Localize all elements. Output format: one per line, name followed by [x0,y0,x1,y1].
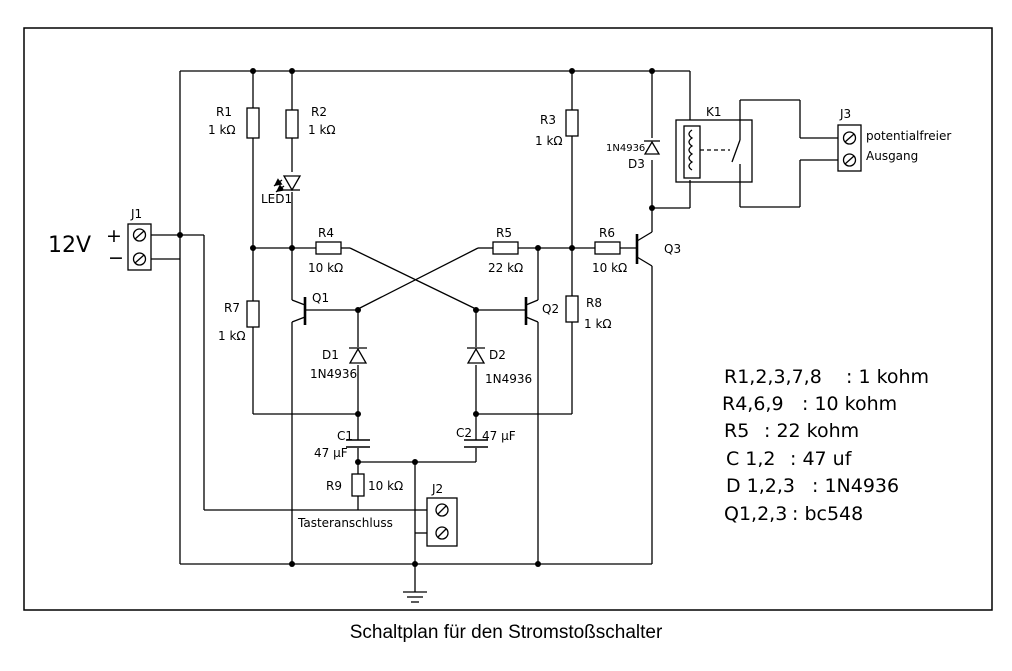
r7-name: R7 [224,301,240,315]
q2-label: Q2 [542,302,559,316]
ground-symbol [403,591,427,603]
j3-label: J3 [839,107,851,121]
terminal-j3 [837,124,862,172]
r8-value: 1 kΩ [584,317,612,331]
c1-name: C1 [337,429,353,443]
r3-name: R3 [540,113,556,127]
parts-value: : 1 kohm [846,366,929,388]
j3-caption-line2: Ausgang [866,149,918,163]
supply-plus-label: + [106,225,122,247]
transistor-symbols [303,234,639,325]
terminal-j2 [426,497,458,547]
relay-label: K1 [706,105,722,119]
d1-name: D1 [322,348,339,362]
supply-minus-label: − [108,247,124,269]
parts-ref: R1,2,3,7,8 [724,366,822,388]
d2-name: D2 [489,348,506,362]
parts-value: : 47 uf [790,448,853,470]
c2-value: 47 µF [482,429,516,443]
r7-value: 1 kΩ [218,329,246,343]
resistor-symbols [246,107,621,497]
led1-label: LED1 [261,192,292,206]
c1-value: 47 µF [314,446,348,460]
d3-name: D3 [628,157,645,171]
junction-dots [177,68,655,567]
q3-label: Q3 [664,242,681,256]
parts-ref: D 1,2,3 [726,475,795,497]
parts-value: : bc548 [792,503,863,525]
parts-ref: R5 [724,420,749,442]
d3-value: 1N4936 [606,143,645,154]
r9-name: R9 [326,479,342,493]
r1-name: R1 [216,105,232,119]
r2-value: 1 kΩ [308,123,336,137]
r5-value: 22 kΩ [488,261,523,275]
r3-value: 1 kΩ [535,134,563,148]
r8-name: R8 [586,296,602,310]
j3-caption-line1: potentialfreier [866,129,951,143]
figure-caption: Schaltplan für den Stromstoßschalter [349,622,663,643]
relay-k1 [675,119,753,183]
r6-name: R6 [599,226,615,240]
parts-ref: C 1,2 [726,448,776,470]
j2-label: J2 [431,482,443,496]
terminal-j1 [127,223,152,271]
schematic-border [23,27,993,611]
r2-name: R2 [311,105,327,119]
j2-caption: Tasteranschluss [297,516,393,530]
parts-list: R1,2,3,7,8 : 1 kohm R4,6,9 : 10 kohm R5 … [722,366,929,525]
diode-symbols [348,140,661,364]
parts-value: : 22 kohm [764,420,859,442]
parts-value: : 1N4936 [812,475,899,497]
j1-label: J1 [130,207,142,221]
r1-value: 1 kΩ [208,123,236,137]
r4-value: 10 kΩ [308,261,343,275]
supply-voltage-label: 12V [48,233,91,258]
parts-ref: R4,6,9 [722,393,784,415]
r4-name: R4 [318,226,334,240]
r5-name: R5 [496,226,512,240]
led-symbol [273,175,302,193]
d1-value: 1N4936 [310,367,357,381]
q1-label: Q1 [312,291,329,305]
r6-value: 10 kΩ [592,261,627,275]
wires [151,70,838,592]
parts-ref: Q1,2,3 [724,503,787,525]
r9-value: 10 kΩ [368,479,403,493]
c2-name: C2 [456,426,472,440]
capacitor-symbols [346,439,488,448]
parts-value: : 10 kohm [802,393,897,415]
d2-value: 1N4936 [485,372,532,386]
